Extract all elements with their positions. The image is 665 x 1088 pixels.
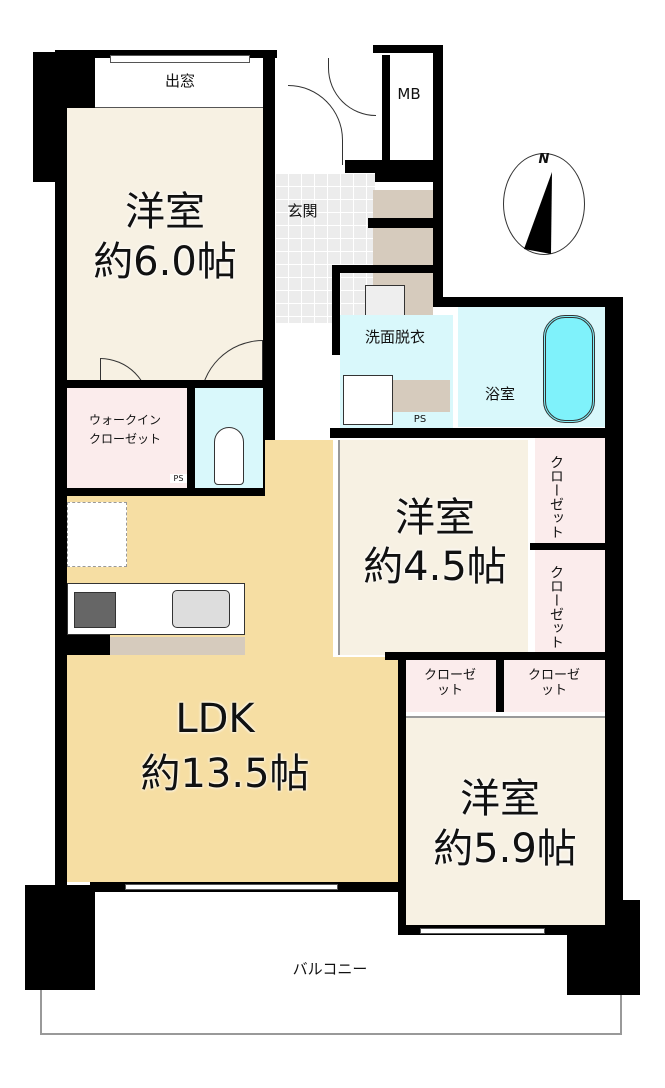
bay-window xyxy=(110,55,250,63)
western-room-2 xyxy=(338,440,528,655)
bay-window-area xyxy=(95,58,263,108)
wic-label-2: クローゼット xyxy=(88,432,161,446)
wic-label-1: ウォークイン xyxy=(88,413,161,427)
closet-label-a: クロー xyxy=(548,455,564,497)
shoe-storage xyxy=(373,190,433,218)
room-name: 洋室 xyxy=(395,495,475,541)
wall xyxy=(67,635,110,655)
closet xyxy=(535,438,605,543)
wall xyxy=(385,652,610,660)
room-size: 約4.5帖 xyxy=(363,544,507,590)
closet-label-b: ゼット xyxy=(548,497,564,539)
bay-window-label: 出窓 xyxy=(164,72,195,90)
wall xyxy=(263,50,275,535)
closet xyxy=(406,660,496,712)
wall xyxy=(530,543,610,550)
balcony-label: バルコニー xyxy=(292,960,368,978)
room-name: 洋室 xyxy=(125,189,205,235)
sink xyxy=(365,285,405,317)
wall xyxy=(398,655,406,935)
entrance-hall xyxy=(275,173,375,323)
room-size: 約6.0帖 xyxy=(93,239,237,285)
room-name: 洋室 xyxy=(460,776,540,822)
room-size: 約13.5帖 xyxy=(140,751,310,797)
wall xyxy=(330,428,620,438)
closet-label: クローゼット xyxy=(548,565,564,649)
compass-north-label: N xyxy=(538,152,550,167)
mb-door-arc xyxy=(328,58,376,116)
wall xyxy=(187,380,195,495)
dining-table-area xyxy=(67,502,127,567)
wall xyxy=(496,660,504,712)
washroom-label: 洗面脱衣 xyxy=(364,328,425,346)
room-window xyxy=(420,928,545,934)
ps-label: PS xyxy=(413,414,427,425)
closet xyxy=(535,550,605,655)
ps-label: PS xyxy=(170,474,187,483)
ldk xyxy=(330,657,398,882)
closet xyxy=(504,660,605,712)
wall xyxy=(368,218,435,228)
ldk-window xyxy=(125,884,338,890)
compass-needle-icon xyxy=(524,172,552,254)
column xyxy=(25,885,95,990)
closet-label: クローゼット xyxy=(423,668,476,698)
bathtub xyxy=(543,315,595,423)
wall xyxy=(55,50,67,890)
wall xyxy=(433,297,623,307)
bathroom-label: 浴室 xyxy=(484,385,515,403)
kitchen-storage xyxy=(110,637,245,655)
room-name: LDK xyxy=(175,696,255,742)
wall xyxy=(55,380,275,388)
stove-icon xyxy=(74,592,116,628)
compass-icon xyxy=(503,153,585,255)
closet-label: クローゼット xyxy=(548,455,564,539)
closet-label: クローゼット xyxy=(527,668,580,698)
entrance-label: 玄関 xyxy=(287,202,318,220)
western-room-3 xyxy=(406,716,605,925)
toilet-icon xyxy=(214,427,244,485)
wall xyxy=(433,45,443,307)
wall xyxy=(373,45,443,53)
walk-in-closet xyxy=(67,388,187,488)
closet-label-a: クロー xyxy=(548,565,564,607)
washing-machine-pan xyxy=(343,375,393,425)
wall xyxy=(55,488,275,496)
storage xyxy=(393,380,450,412)
wall xyxy=(332,265,442,273)
ldk xyxy=(265,440,333,882)
kitchen-sink-icon xyxy=(172,590,230,628)
entrance-door-arc xyxy=(288,85,343,165)
room-size: 約5.9帖 xyxy=(433,826,577,872)
closet-label-b: ゼット xyxy=(548,607,564,649)
wall xyxy=(55,50,277,58)
mb-label: MB xyxy=(397,85,421,103)
mb-box xyxy=(382,55,434,160)
wall xyxy=(332,265,340,355)
wall xyxy=(605,297,623,907)
